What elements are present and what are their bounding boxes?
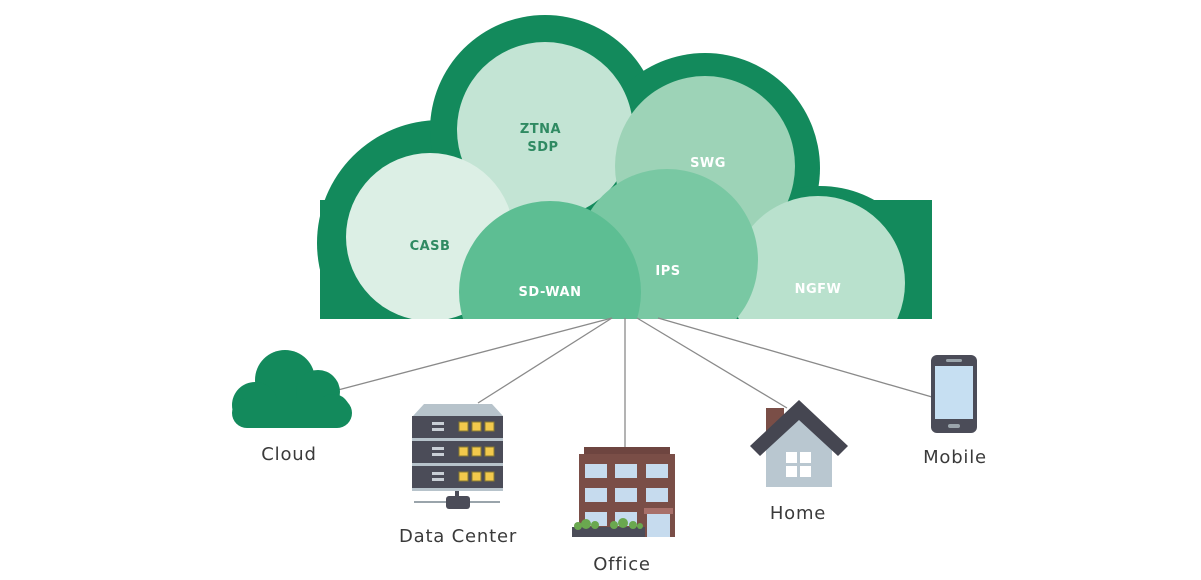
casb-label: CASB [410, 239, 451, 254]
home-endpoint: Home [750, 400, 848, 524]
connector-lines [337, 317, 933, 447]
ips-label: IPS [655, 264, 680, 279]
house-icon [750, 400, 848, 487]
service-labels: ZTNA SDP CASB SWG IPS SD-WAN NGFW [410, 122, 842, 300]
office-building-icon [572, 447, 675, 537]
connector-mobile [657, 317, 933, 398]
mobile-endpoint: Mobile [923, 355, 987, 468]
connector-data-center [477, 317, 613, 404]
smartphone-icon [931, 355, 977, 433]
security-cloud [317, 15, 932, 319]
ngfw-label: NGFW [795, 282, 842, 297]
office-endpoint: Office [572, 447, 675, 575]
swg-label: SWG [690, 156, 726, 171]
mobile-label: Mobile [923, 447, 987, 468]
ztna-label: ZTNA SDP [520, 122, 566, 155]
cloud-label: Cloud [261, 444, 316, 465]
connector-cloud [337, 317, 613, 391]
office-label: Office [593, 554, 651, 575]
data-center-label: Data Center [399, 526, 517, 547]
sdwan-label: SD-WAN [519, 285, 582, 300]
cloud-icon [232, 350, 352, 428]
data-center-endpoint: Data Center [399, 404, 517, 547]
connector-home [636, 317, 788, 409]
cloud-endpoint: Cloud [232, 350, 352, 465]
sdwan-bubble [459, 201, 641, 319]
ngfw-bubble [731, 196, 905, 319]
server-rack-icon [412, 404, 503, 509]
home-label: Home [770, 503, 826, 524]
ztna-bubble [457, 42, 633, 218]
